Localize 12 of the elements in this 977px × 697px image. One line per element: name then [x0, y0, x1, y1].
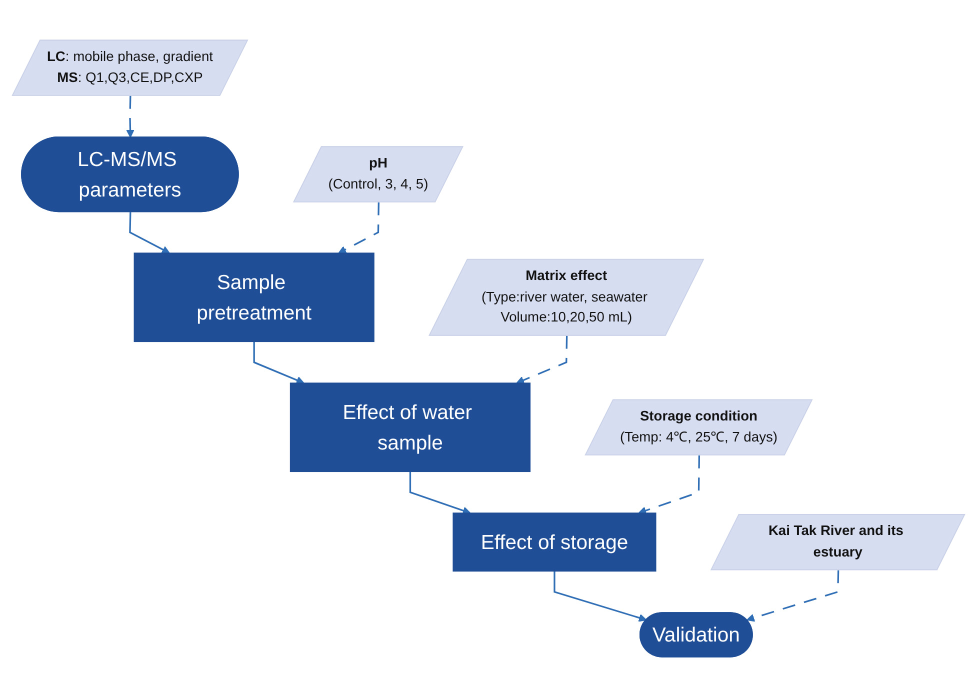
node-box: Effect of storage [452, 512, 656, 572]
arrow [638, 455, 700, 514]
arrow [126, 96, 134, 138]
arrow [129, 212, 170, 254]
arrow [554, 571, 647, 622]
node-box: Effect of water sample [290, 382, 531, 472]
node-box: Sample pretreatment [134, 252, 374, 342]
arrow [746, 570, 840, 622]
arrow [516, 336, 568, 384]
arrow [338, 202, 380, 254]
arrow [253, 342, 304, 384]
arrow [409, 472, 471, 514]
